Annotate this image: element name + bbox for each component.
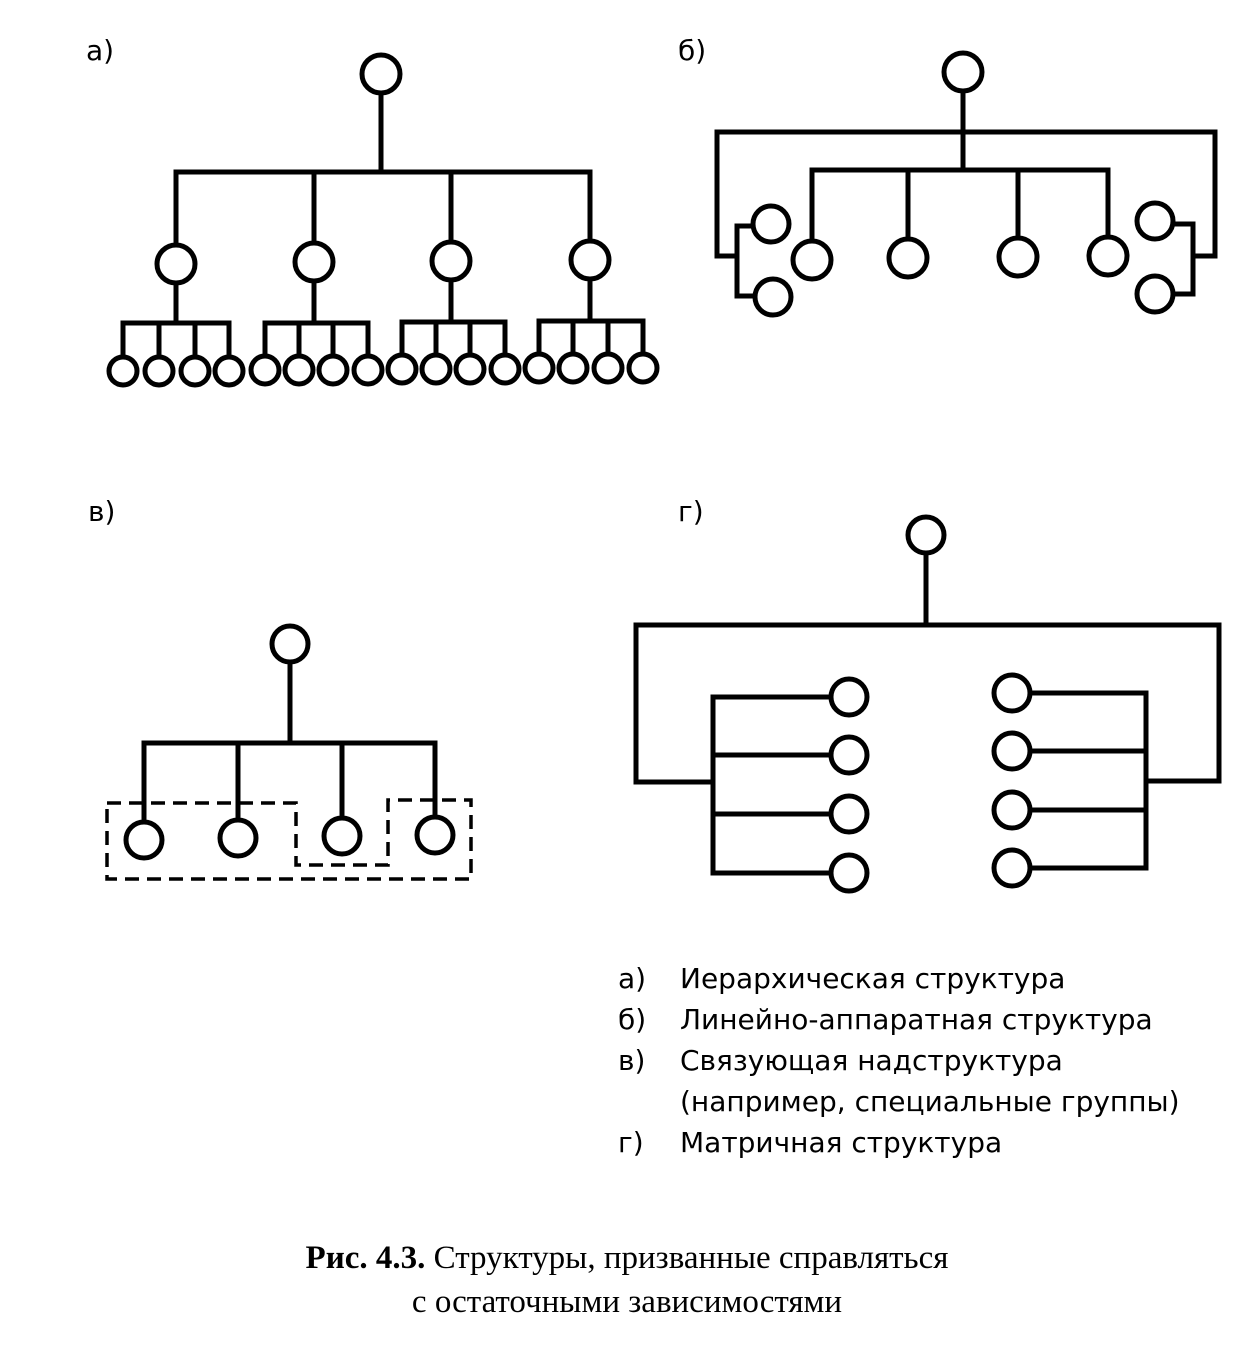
connector xyxy=(1027,690,1149,871)
caption-figure-number: Рис. 4.3. xyxy=(305,1240,426,1276)
node xyxy=(991,847,1033,889)
legend-text: Матричная структура xyxy=(680,1126,1003,1159)
caption-line-2: с остаточными зависимостями xyxy=(0,1280,1254,1324)
connector xyxy=(714,129,1218,259)
legend-text: Связующая надструктура xyxy=(680,1044,1063,1077)
leaf-node xyxy=(248,353,282,387)
panel-label-v: в) xyxy=(88,495,116,528)
panel-v-linking xyxy=(105,623,473,881)
leaf-node xyxy=(522,351,556,385)
caption-line-1: Рис. 4.3. Структуры, призванные справлят… xyxy=(0,1236,1254,1280)
node xyxy=(1086,234,1130,278)
caption-text-2: с остаточными зависимостями xyxy=(411,1284,843,1320)
connector xyxy=(262,320,371,359)
node xyxy=(828,676,870,718)
panel-g-matrix xyxy=(633,514,1222,894)
panel-b-line-staff xyxy=(714,50,1218,318)
caption-text-1: Структуры, призванные справляться xyxy=(425,1240,949,1276)
legend-row: б) Линейно-аппаратная структура xyxy=(618,999,1180,1040)
node xyxy=(828,734,870,776)
connector xyxy=(734,223,757,299)
staff-node xyxy=(752,276,794,318)
legend-text: Линейно-аппаратная структура xyxy=(680,1003,1153,1036)
panel-label-g: г) xyxy=(678,495,704,528)
leaf-node xyxy=(453,352,487,386)
legend-row: в) Связующая надструктура xyxy=(618,1040,1180,1081)
node xyxy=(154,242,198,286)
legend-text: (например, специальные группы) xyxy=(680,1085,1180,1118)
legend-row: (например, специальные группы) xyxy=(618,1081,1180,1122)
connector xyxy=(1170,221,1196,297)
panel-label-a: а) xyxy=(86,34,115,67)
leaf-node xyxy=(626,351,660,385)
connector xyxy=(536,318,646,358)
legend-key: а) xyxy=(618,962,647,995)
node xyxy=(991,789,1033,831)
node xyxy=(991,672,1033,714)
figure-caption: Рис. 4.3. Структуры, призванные справлят… xyxy=(0,1236,1254,1324)
staff-node xyxy=(750,203,792,245)
panel-a-hierarchical xyxy=(106,52,660,388)
node xyxy=(886,236,930,280)
connector xyxy=(710,694,833,876)
panel-label-b: б) xyxy=(678,34,707,67)
leaf-node xyxy=(106,354,140,388)
legend-text: Иерархическая структура xyxy=(680,962,1066,995)
staff-node xyxy=(1134,273,1176,315)
dashed-group-outline xyxy=(105,798,473,881)
legend-key: в) xyxy=(618,1044,646,1077)
leaf-node xyxy=(556,351,590,385)
top-node xyxy=(359,52,403,96)
node xyxy=(991,730,1033,772)
connector xyxy=(120,320,232,359)
node xyxy=(321,815,363,857)
node xyxy=(414,814,456,856)
legend: а) Иерархическая структура б) Линейно-ап… xyxy=(618,958,1180,1163)
leaf-node xyxy=(212,354,246,388)
top-node xyxy=(269,623,311,665)
leaf-node xyxy=(178,354,212,388)
legend-row: г) Матричная структура xyxy=(618,1122,1180,1163)
node xyxy=(828,852,870,894)
top-node xyxy=(941,50,985,94)
node xyxy=(292,240,336,284)
node xyxy=(828,793,870,835)
node xyxy=(568,238,612,282)
legend-key: г) xyxy=(618,1126,644,1159)
node xyxy=(429,239,473,283)
leaf-node xyxy=(142,354,176,388)
leaf-node xyxy=(488,352,522,386)
leaf-node xyxy=(282,353,316,387)
staff-node xyxy=(1134,200,1176,242)
legend-key: б) xyxy=(618,1003,647,1036)
node xyxy=(790,238,834,282)
node xyxy=(123,819,165,861)
leaf-node xyxy=(419,352,453,386)
top-node xyxy=(905,514,947,556)
node xyxy=(996,235,1040,279)
leaf-node xyxy=(385,352,419,386)
leaf-node xyxy=(591,351,625,385)
leaf-node xyxy=(351,353,385,387)
leaf-node xyxy=(316,353,350,387)
legend-row: а) Иерархическая структура xyxy=(618,958,1180,999)
legend-key xyxy=(618,1081,680,1122)
connector xyxy=(399,319,508,359)
node xyxy=(217,817,259,859)
connector xyxy=(633,622,1222,785)
